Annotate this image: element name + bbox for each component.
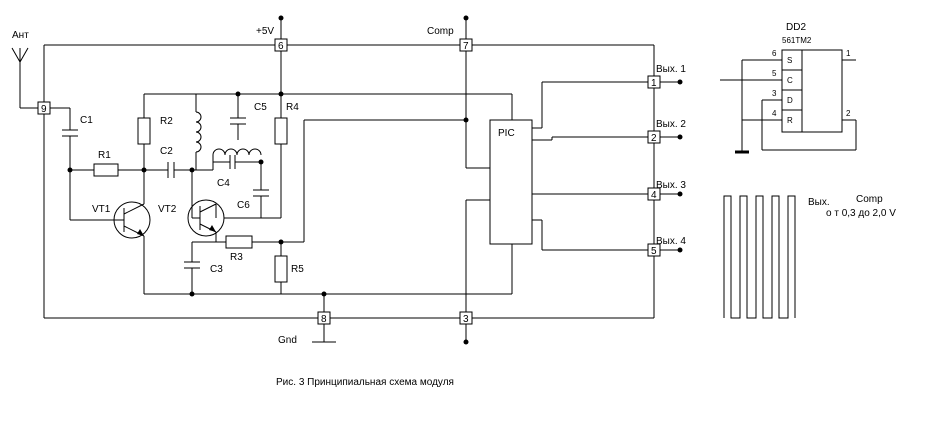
svg-text:Вых.: Вых. bbox=[808, 197, 830, 208]
svg-text:5: 5 bbox=[772, 69, 777, 78]
svg-text:R2: R2 bbox=[160, 116, 173, 127]
svg-text:R1: R1 bbox=[98, 150, 111, 161]
svg-text:1: 1 bbox=[846, 49, 851, 58]
svg-text:Gnd: Gnd bbox=[278, 335, 297, 346]
inductor-coil bbox=[195, 94, 202, 170]
pic-microcontroller: PIC bbox=[489, 119, 533, 245]
capacitor-c5: C5 bbox=[230, 91, 267, 140]
svg-text:8: 8 bbox=[321, 314, 327, 325]
svg-text:3: 3 bbox=[463, 314, 469, 325]
vcc-terminal: 6 +5V bbox=[256, 15, 288, 94]
ground-rail: 8 Gnd bbox=[144, 244, 513, 346]
svg-text:R3: R3 bbox=[230, 252, 243, 263]
svg-text:7: 7 bbox=[463, 41, 469, 52]
svg-text:DD2: DD2 bbox=[786, 22, 806, 33]
capacitor-c3: C3 bbox=[184, 242, 223, 297]
svg-text:Вых. 4: Вых. 4 bbox=[656, 236, 686, 247]
output-4: 5 Вых. 4 bbox=[532, 219, 686, 257]
svg-text:Вых. 3: Вых. 3 bbox=[656, 180, 686, 191]
waveform: Вых. Comp о т 0,3 до 2,0 V bbox=[723, 194, 896, 319]
resistor-r4: R4 bbox=[216, 91, 299, 219]
svg-text:C6: C6 bbox=[237, 200, 250, 211]
figure-caption: Рис. 3 Принципиальная схема модуля bbox=[276, 377, 454, 388]
flip-flop-dd2: DD2 561ТМ2 S C D R 6 5 3 4 1 2 bbox=[720, 22, 857, 154]
svg-text:о т 0,3 до 2,0 V: о т 0,3 до 2,0 V bbox=[826, 208, 896, 219]
svg-text:Comp: Comp bbox=[856, 194, 883, 205]
svg-text:VT1: VT1 bbox=[92, 204, 111, 215]
capacitor-c2: C2 bbox=[160, 146, 213, 178]
svg-text:C2: C2 bbox=[160, 146, 173, 157]
svg-text:VT2: VT2 bbox=[158, 204, 177, 215]
svg-text:C: C bbox=[787, 76, 793, 85]
svg-text:R5: R5 bbox=[291, 264, 304, 275]
svg-text:R: R bbox=[787, 116, 793, 125]
antenna-symbol: Ант bbox=[11, 30, 38, 109]
svg-text:PIC: PIC bbox=[498, 128, 515, 139]
capacitor-c6: C6 bbox=[237, 162, 269, 218]
svg-text:Вых. 2: Вых. 2 bbox=[656, 119, 686, 130]
output-2: 2 Вых. 2 bbox=[532, 119, 686, 144]
output-1: 1 Вых. 1 bbox=[532, 64, 686, 129]
svg-text:1: 1 bbox=[651, 78, 657, 89]
module-frame bbox=[43, 44, 655, 319]
resistor-r5: R5 bbox=[274, 242, 304, 294]
svg-text:561ТМ2: 561ТМ2 bbox=[782, 36, 812, 45]
svg-text:Comp: Comp bbox=[427, 26, 454, 37]
svg-text:C3: C3 bbox=[210, 264, 223, 275]
svg-text:D: D bbox=[787, 96, 793, 105]
svg-text:+5V: +5V bbox=[256, 26, 274, 37]
capacitor-c4: C4 bbox=[212, 148, 264, 189]
transistor-vt1: VT1 bbox=[92, 170, 151, 294]
capacitor-c1: C1 bbox=[50, 107, 114, 221]
svg-text:R4: R4 bbox=[286, 102, 299, 113]
svg-text:4: 4 bbox=[772, 109, 777, 118]
svg-text:C1: C1 bbox=[80, 115, 93, 126]
svg-text:5: 5 bbox=[651, 246, 657, 257]
resistor-r2: R2 bbox=[137, 94, 173, 170]
resistor-r3: R3 bbox=[192, 119, 466, 263]
svg-text:4: 4 bbox=[651, 190, 657, 201]
svg-text:C5: C5 bbox=[254, 102, 267, 113]
svg-text:9: 9 bbox=[41, 104, 47, 115]
svg-text:Вых. 1: Вых. 1 bbox=[656, 64, 686, 75]
resistor-r1: R1 bbox=[70, 150, 162, 177]
svg-text:3: 3 bbox=[772, 89, 777, 98]
transistor-vt2: VT2 bbox=[158, 170, 225, 242]
svg-text:2: 2 bbox=[846, 109, 851, 118]
connector-9: 9 bbox=[37, 101, 51, 115]
antenna-label: Ант bbox=[12, 30, 29, 41]
svg-text:C4: C4 bbox=[217, 178, 230, 189]
svg-text:6: 6 bbox=[278, 41, 284, 52]
connector-3: 3 bbox=[459, 199, 490, 345]
svg-text:6: 6 bbox=[772, 49, 777, 58]
svg-text:2: 2 bbox=[651, 133, 657, 144]
comp-terminal: 7 Comp bbox=[427, 15, 490, 169]
output-3: 4 Вых. 3 bbox=[532, 180, 686, 201]
svg-text:S: S bbox=[787, 56, 792, 65]
